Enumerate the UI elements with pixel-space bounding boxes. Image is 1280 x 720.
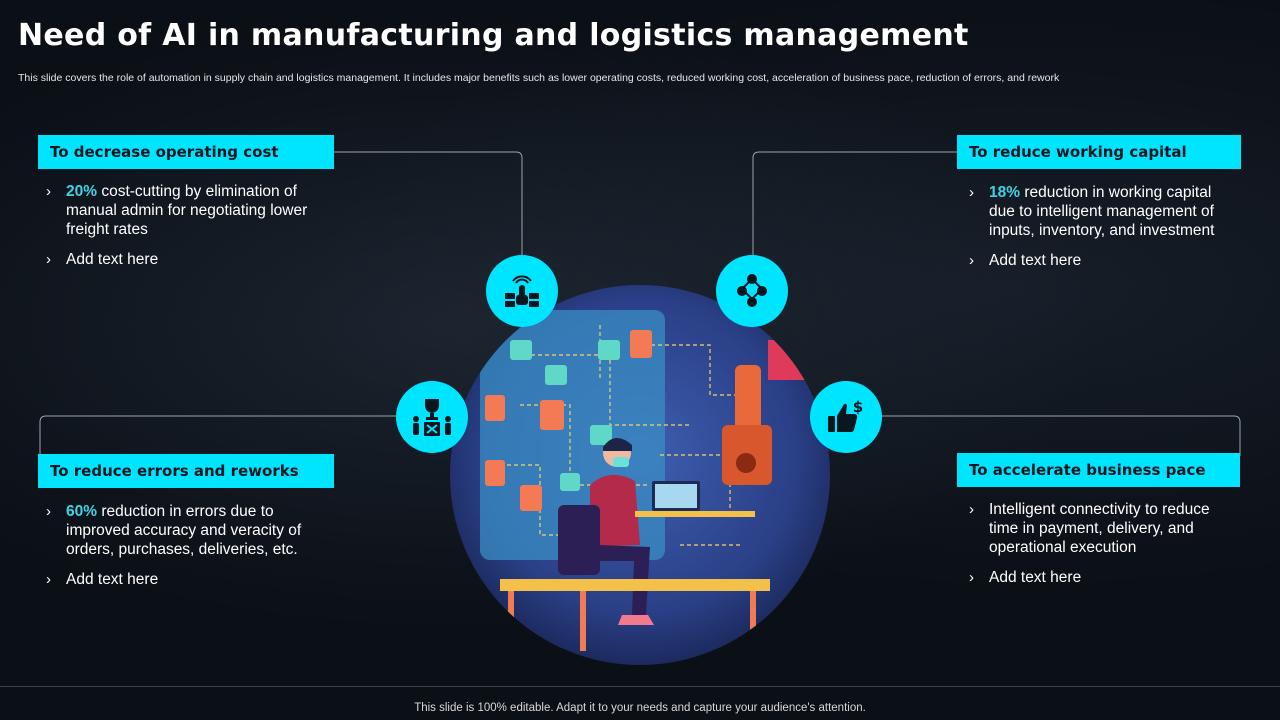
bullet-item: › Add text here [38, 570, 328, 589]
bullet-item: › Add text here [38, 250, 328, 269]
header-accelerate-business-pace: To accelerate business pace [957, 453, 1240, 487]
bullet-text: reduction in errors due to improved accu… [66, 503, 302, 558]
chevron-right-icon: › [969, 501, 974, 518]
bullet-text: Add text here [989, 252, 1082, 269]
stat-highlight: 18% [989, 184, 1021, 201]
footer-divider [0, 686, 1280, 687]
chevron-right-icon: › [969, 184, 974, 201]
network-coins-icon [716, 255, 788, 327]
slide-subtitle: This slide covers the role of automation… [18, 72, 1060, 84]
header-reduce-working-capital: To reduce working capital [957, 135, 1241, 169]
stat-highlight: 60% [66, 503, 98, 520]
slide-title: Need of AI in manufacturing and logistic… [18, 18, 969, 53]
bullet-item: › 20% cost-cutting by elimination of manu… [38, 182, 328, 239]
bullets-accelerate-business-pace: › Intelligent connectivity to reduce time… [961, 500, 1231, 598]
chevron-right-icon: › [46, 503, 51, 520]
bullet-text: Add text here [989, 569, 1082, 586]
bullets-reduce-working-capital: › 18% reduction in working capital due to… [961, 183, 1231, 281]
bullet-text: Intelligent connectivity to reduce time … [989, 501, 1210, 556]
bullet-item: › Add text here [961, 568, 1231, 587]
bullet-item: › Intelligent connectivity to reduce time… [961, 500, 1231, 557]
bullet-text: Add text here [66, 571, 159, 588]
footer-note: This slide is 100% editable. Adapt it to… [414, 702, 866, 714]
trophy-team-icon [396, 381, 468, 453]
bullet-item: › 60% reduction in errors due to improved… [38, 502, 328, 559]
chevron-right-icon: › [46, 251, 51, 268]
bullets-decrease-operating-cost: › 20% cost-cutting by elimination of manu… [38, 182, 328, 280]
stat-highlight: 20% [66, 183, 98, 200]
bullets-reduce-errors-reworks: › 60% reduction in errors due to improved… [38, 502, 328, 600]
chevron-right-icon: › [46, 571, 51, 588]
bullet-item: › Add text here [961, 251, 1231, 270]
chevron-right-icon: › [969, 252, 974, 269]
thumbs-up-dollar-icon: $ [810, 381, 882, 453]
bullet-text: cost-cutting by elimination of manual ad… [66, 183, 308, 238]
bullet-item: › 18% reduction in working capital due to… [961, 183, 1231, 240]
touch-server-icon [486, 255, 558, 327]
svg-text:$: $ [853, 398, 863, 416]
chevron-right-icon: › [46, 183, 51, 200]
bullet-text: Add text here [66, 251, 159, 268]
chevron-right-icon: › [969, 569, 974, 586]
person-at-computer-illustration [450, 285, 830, 665]
bullet-text: reduction in working capital due to inte… [989, 184, 1215, 239]
header-decrease-operating-cost: To decrease operating cost [38, 135, 334, 169]
header-reduce-errors-reworks: To reduce errors and reworks [38, 454, 334, 488]
